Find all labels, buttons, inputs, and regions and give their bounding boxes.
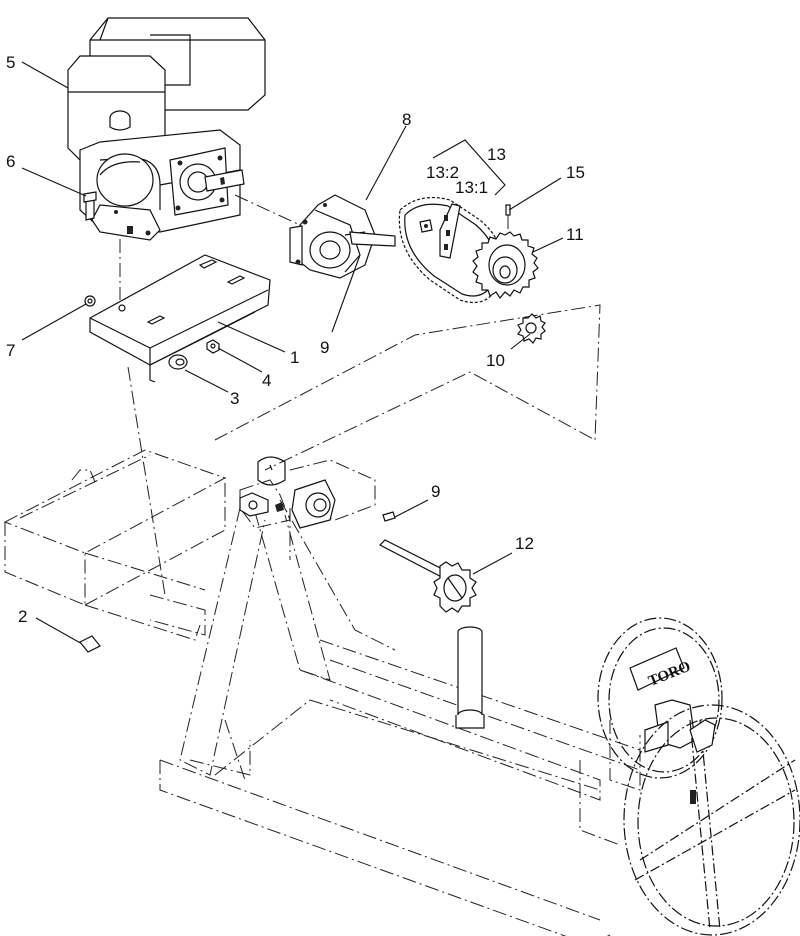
callout-15: 15 [566,163,585,182]
callout-7: 7 [6,341,15,360]
gearbox [289,194,396,279]
callout-8: 8 [402,110,411,129]
drive-shaft-sprocket [378,539,477,613]
nut-part-4 [206,339,220,354]
callout-9-lower: 9 [431,482,440,501]
callout-2: 2 [18,607,27,626]
callout-11: 11 [566,225,584,244]
callout-5: 5 [6,53,15,72]
leader-lines [21,61,564,653]
key-part-9-lower [382,511,396,522]
frame-phantom [3,215,641,936]
callout-1: 1 [290,348,299,367]
callout-6: 6 [6,152,15,171]
chain-link-part-13-2 [419,219,433,233]
centerline-engine-gearbox [234,194,301,226]
callout-13-2: 13:2 [426,163,459,182]
engine [67,17,266,241]
spacer-part-3 [168,354,188,370]
reel-post [455,626,485,729]
callout-13: 13 [487,145,506,164]
callout-labels: 5 6 7 1 4 3 2 8 9 13 13:2 13:1 15 11 10 … [6,53,585,626]
callout-3: 3 [230,389,239,408]
small-sprocket [517,313,546,344]
callout-12: 12 [515,534,534,553]
chain-link-part-13-1 [439,203,461,259]
callout-10: 10 [486,351,505,370]
callout-13-1: 13:1 [455,178,488,197]
nut-part-7 [84,295,96,307]
callout-4: 4 [262,371,271,390]
callout-9-upper: 9 [320,338,329,357]
large-sprocket [472,231,539,300]
frame-bracket [239,456,336,529]
mount-plate [89,254,271,383]
hose-reel-wheel: TORO [597,617,800,936]
bolt-part-6 [83,191,97,221]
